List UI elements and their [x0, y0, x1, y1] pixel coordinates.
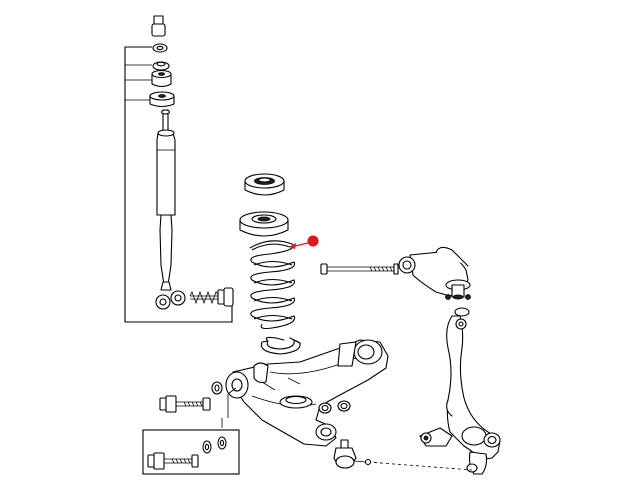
bolt-kit-box [142, 429, 240, 475]
upper-bushing [152, 61, 170, 71]
upper-control-arm [398, 246, 471, 300]
lower-arm-fasteners [211, 381, 351, 414]
steering-knuckle [419, 307, 501, 475]
lower-ball-joint [333, 439, 372, 469]
shock-absorber-group-bracket [124, 46, 233, 323]
kit-bracket-lines [221, 387, 237, 428]
upper-arm-bolt [320, 263, 399, 275]
mount-rubber [151, 69, 172, 88]
shock-lower-bolt [189, 287, 234, 307]
spring-isolator [239, 211, 289, 237]
coil-spring [249, 240, 296, 330]
lower-spring-pad [260, 336, 301, 355]
top-stud [151, 15, 166, 37]
lower-arm-bolt [159, 395, 211, 413]
upper-washer [152, 43, 168, 53]
lower-mount [149, 91, 175, 108]
leader-line [367, 461, 473, 471]
upper-spring-seat [244, 173, 285, 196]
lower-control-arm [225, 339, 389, 447]
callout-marker [289, 235, 319, 249]
shock-absorber [155, 109, 186, 310]
